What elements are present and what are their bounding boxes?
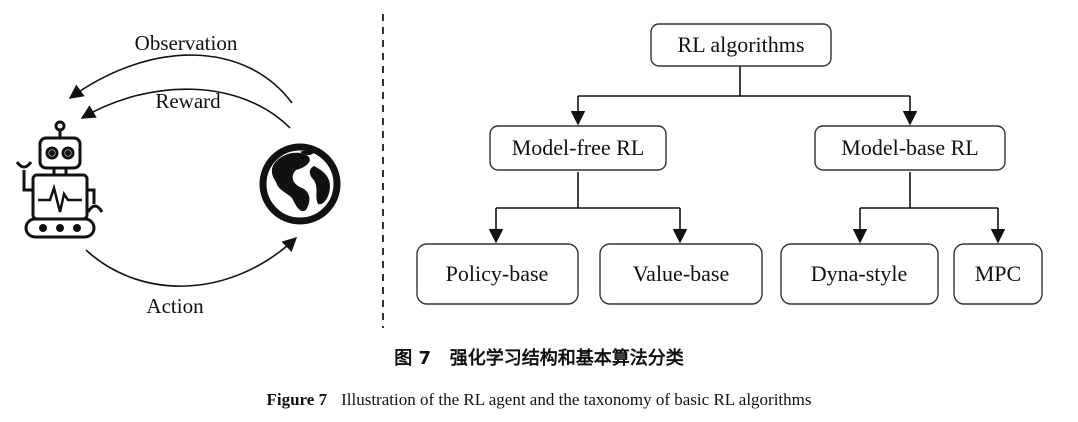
- node-model-free: Model-free RL: [489, 125, 667, 171]
- node-dyna-style-label: Dyna-style: [811, 261, 908, 286]
- action-label: Action: [146, 294, 204, 318]
- caption-chinese: 图 7 强化学习结构和基本算法分类: [394, 347, 685, 369]
- node-policy-base-label: Policy-base: [446, 261, 549, 286]
- reward-label: Reward: [155, 89, 221, 113]
- node-model-base-label: Model-base RL: [841, 135, 978, 160]
- node-mpc-label: MPC: [975, 261, 1021, 286]
- globe-icon: [259, 143, 341, 225]
- observation-arrow: [68, 54, 293, 104]
- robot-icon: [15, 120, 104, 239]
- reward-arrow: [80, 88, 291, 129]
- node-dyna-style: Dyna-style: [780, 243, 939, 305]
- caption-english: Figure 7 Illustration of the RL agent and…: [267, 390, 812, 409]
- node-model-free-label: Model-free RL: [512, 135, 645, 160]
- caption-english-text: Illustration of the RL agent and the tax…: [341, 390, 811, 409]
- node-value-base: Value-base: [599, 243, 763, 305]
- observation-label: Observation: [135, 31, 238, 55]
- caption-english-label: Figure 7: [267, 390, 328, 409]
- node-value-base-label: Value-base: [633, 261, 730, 286]
- action-arrow: [85, 237, 298, 287]
- rl-loop-diagram: Observation Reward Action: [15, 31, 341, 318]
- node-rl-algorithms-label: RL algorithms: [678, 32, 805, 57]
- taxonomy-tree: RL algorithms Model-free RL Model-base R…: [416, 23, 1043, 305]
- node-rl-algorithms: RL algorithms: [650, 23, 832, 67]
- node-mpc: MPC: [953, 243, 1043, 305]
- node-policy-base: Policy-base: [416, 243, 579, 305]
- node-model-base: Model-base RL: [814, 125, 1006, 171]
